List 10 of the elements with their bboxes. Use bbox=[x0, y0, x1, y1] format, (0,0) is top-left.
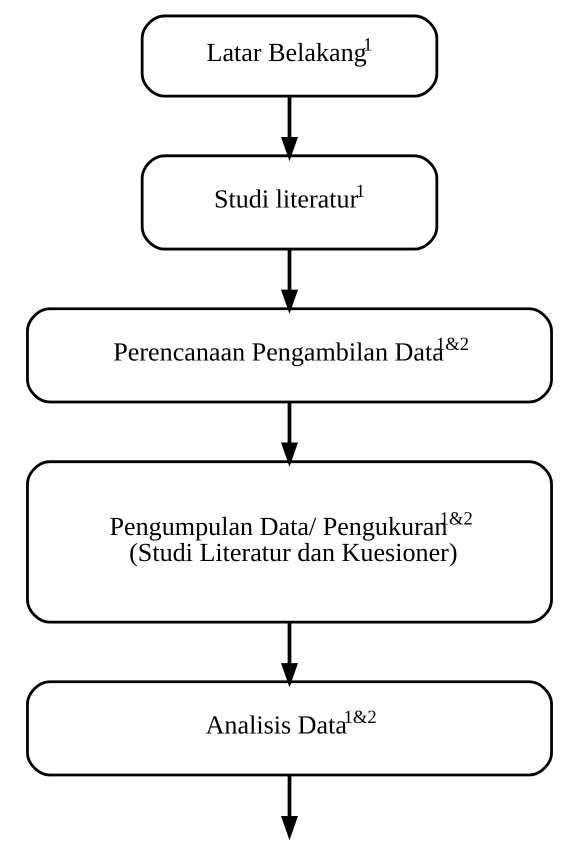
arrow bbox=[281, 402, 298, 467]
node-box: Latar Belakang$^{1}$ bbox=[140, 14, 438, 98]
arrow bbox=[281, 96, 298, 162]
node-box: Studi literatur$^{1}$ bbox=[140, 154, 438, 250]
arrow bbox=[281, 249, 298, 314]
arrow bbox=[281, 622, 298, 688]
node-box: Analisis Data$^{1&2}$ bbox=[26, 680, 553, 776]
arrow bbox=[281, 775, 298, 840]
node-box: Perencanaan Pengambilan Data$^{1&2}$ bbox=[26, 307, 553, 404]
node-box: Pengumpulan Data/ Pengukuran$^{1&2}$ (Studi Literatur dan Kuesioner) bbox=[26, 460, 553, 624]
